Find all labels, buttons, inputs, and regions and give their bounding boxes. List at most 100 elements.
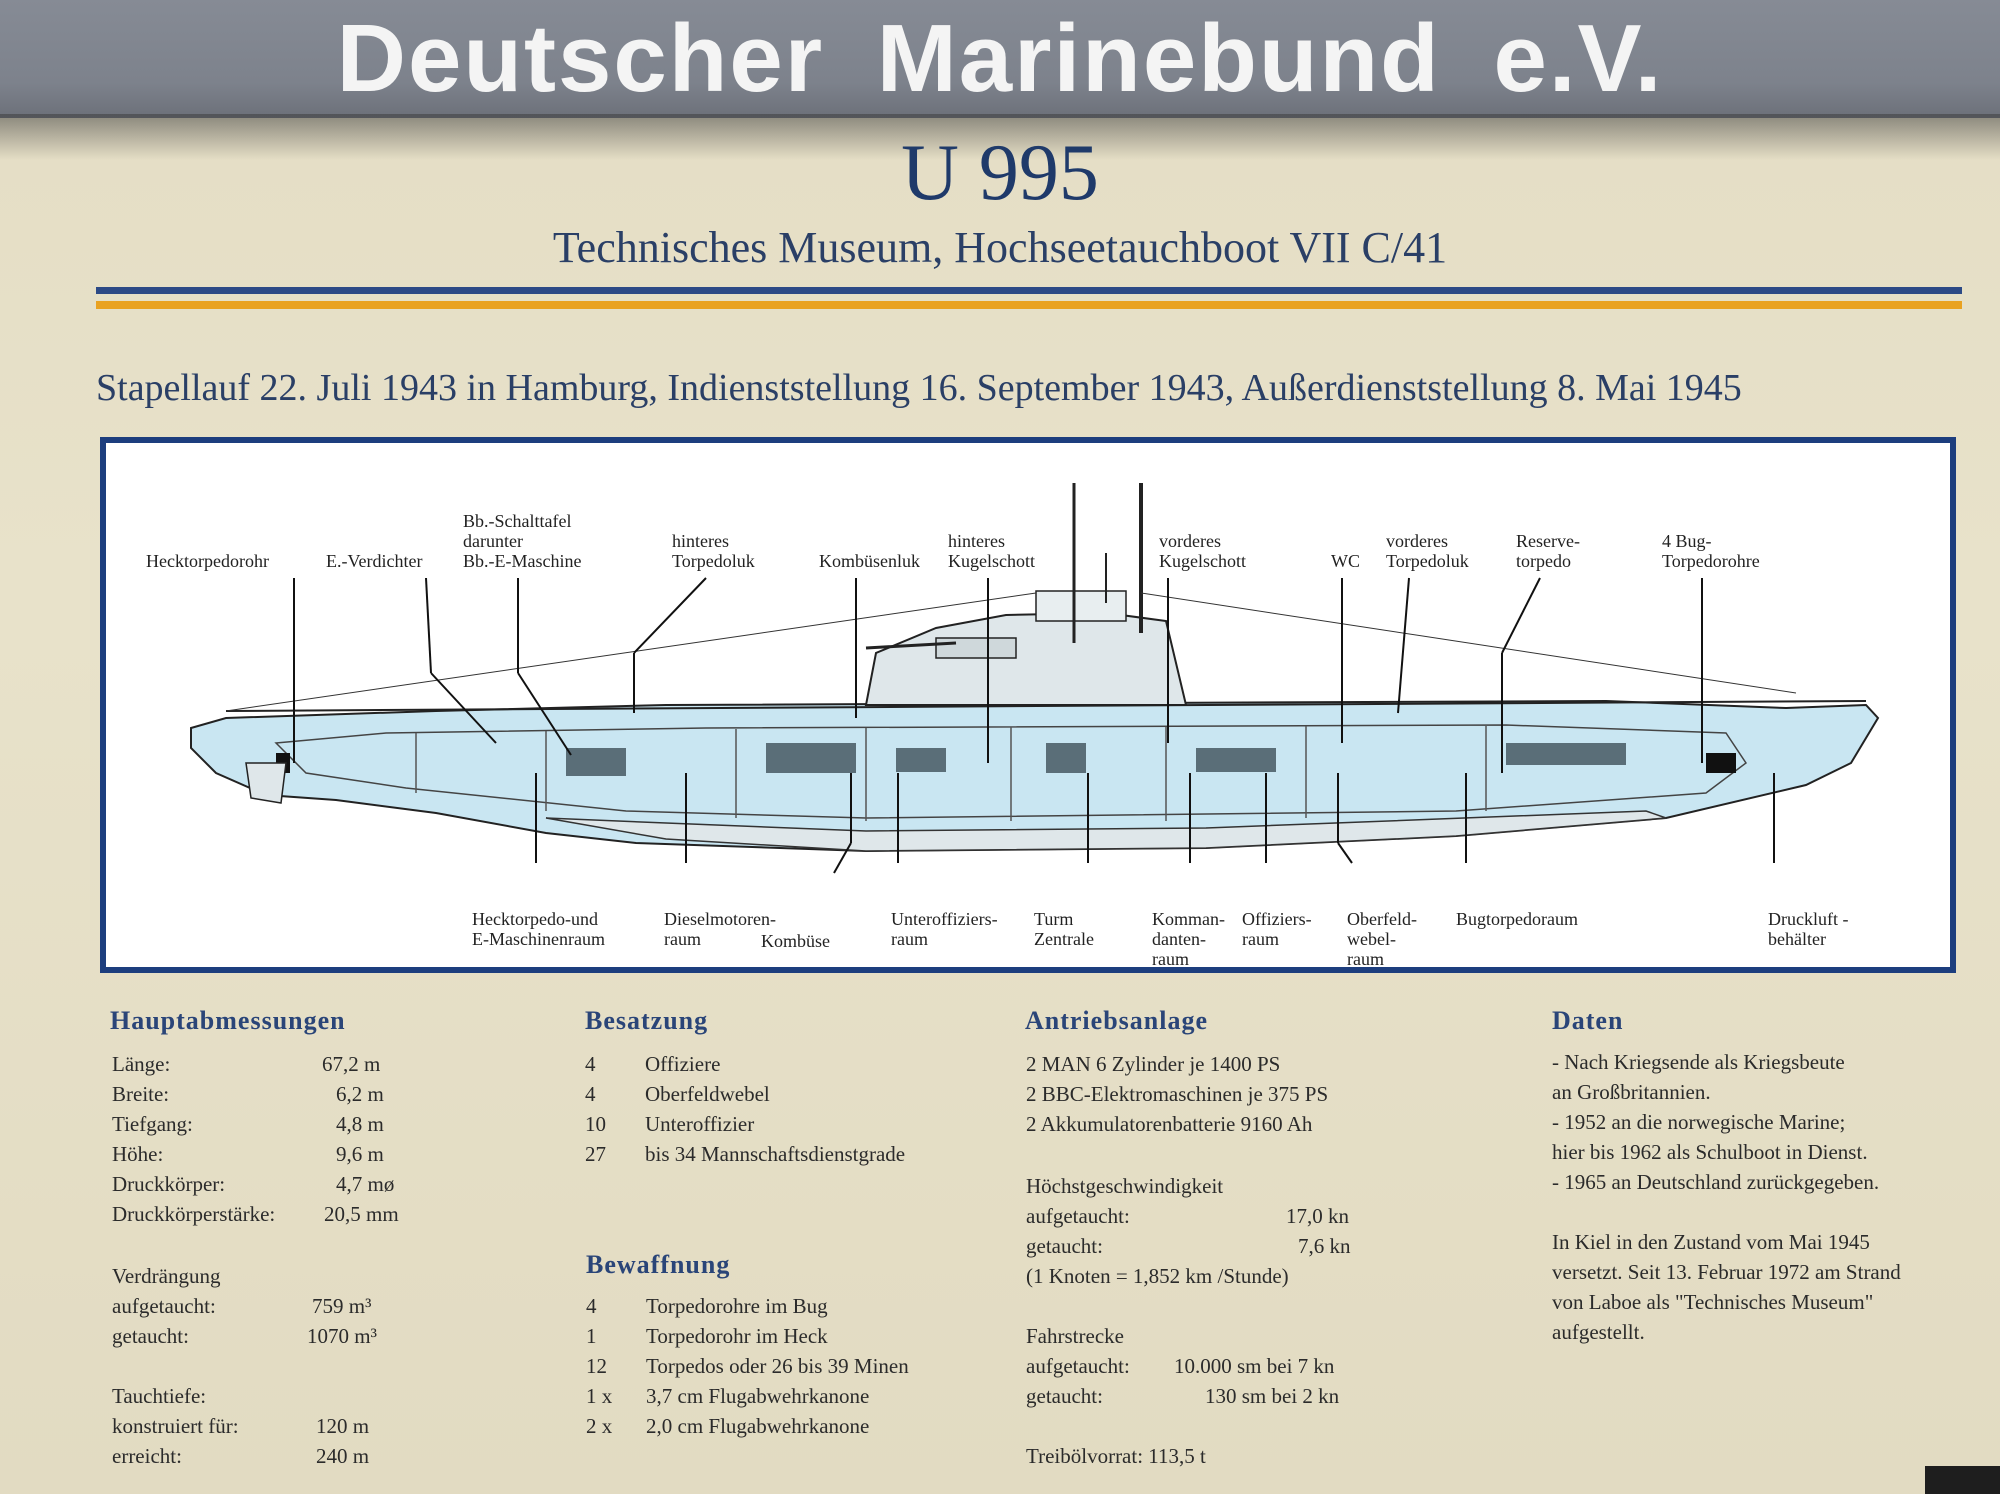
banner-shadow [0, 114, 2000, 160]
bulkheads [415, 726, 1487, 821]
spec-value: 67,2 m [322, 1052, 381, 1076]
section-title-daten: Daten [1552, 1006, 1624, 1035]
spec-value: 759 m³ [312, 1294, 372, 1318]
arms-count: 4 [586, 1294, 597, 1318]
service-dates: Stapellauf 22. Juli 1943 in Hamburg, Ind… [96, 367, 1742, 409]
tower-bridge [1035, 590, 1127, 622]
history-line: - Nach Kriegsende als Kriegsbeute [1552, 1050, 1845, 1074]
conning-tower [864, 611, 1188, 706]
history-line: - 1965 an Deutschland zurückgegeben. [1552, 1170, 1880, 1194]
section-title-besatzung: Besatzung [585, 1006, 709, 1035]
crew-role: Offiziere [645, 1052, 721, 1076]
machinery [276, 743, 1736, 776]
diagram-label-top: Reserve- torpedo [1516, 531, 1580, 571]
crew-role: bis 34 Mannschaftsdienstgrade [645, 1142, 906, 1166]
spec-label: getaucht: [112, 1324, 189, 1348]
spec-value: 120 m [316, 1414, 370, 1438]
speed-value: 17,0 kn [1286, 1204, 1349, 1228]
section-title-antriebsanlage: Antriebsanlage [1025, 1006, 1208, 1035]
range-value: 10.000 sm bei 7 kn [1174, 1354, 1335, 1378]
diagram-label-top: vorderes Torpedoluk [1386, 531, 1469, 571]
flak-barrel [865, 641, 957, 650]
history-paragraph: von Laboe als "Technisches Museum" [1552, 1290, 1874, 1314]
history-paragraph: aufgestellt. [1552, 1320, 1645, 1344]
diagram-label-top: 4 Bug- Torpedorohre [1662, 531, 1760, 571]
spec-value: 240 m [316, 1444, 370, 1468]
range-heading: Fahrstrecke [1026, 1324, 1124, 1348]
spec-label: konstruiert für: [112, 1414, 239, 1438]
diagram-label-bottom: Turm Zentrale [1034, 909, 1094, 949]
diagram-label-top: E.-Verdichter [326, 551, 423, 571]
diagram-label-bottom: Hecktorpedo-und E-Maschinenraum [472, 909, 605, 949]
speed-label: getaucht: [1026, 1234, 1103, 1258]
diagram-label-top: Bb.-Schalttafel darunter Bb.-E-Maschine [463, 511, 582, 571]
range-value: 130 sm bei 2 kn [1205, 1384, 1340, 1408]
spec-label: erreicht: [112, 1444, 182, 1468]
boat-name: U 995 [901, 129, 1099, 217]
crew-count: 4 [585, 1052, 596, 1076]
arms-item: 2,0 cm Flugabwehrkanone [646, 1414, 870, 1438]
diagram-label-bottom: Kombüse [761, 931, 830, 951]
arms-count: 1 [586, 1324, 597, 1348]
arms-item: Torpedorohre im Bug [646, 1294, 828, 1318]
section-title-bewaffnung: Bewaffnung [586, 1250, 731, 1279]
crew-role: Unteroffizier [645, 1112, 755, 1136]
spec-label: aufgetaucht: [112, 1294, 216, 1318]
history-line: hier bis 1962 als Schulboot in Dienst. [1552, 1140, 1868, 1164]
diagram-label-bottom: Dieselmotoren- raum [664, 909, 776, 949]
flak-platform [935, 637, 1017, 659]
corner-stamp [1925, 1466, 2000, 1494]
spec-heading: Tauchtiefe: [112, 1384, 207, 1408]
spec-label: Höhe: [112, 1142, 164, 1166]
crew-role: Oberfeldwebel [645, 1082, 770, 1106]
lower-hull [545, 810, 1667, 852]
diagram-label-bottom: Druckluft - behälter [1768, 909, 1849, 949]
history-line: an Großbritannien. [1552, 1080, 1711, 1104]
submarine-cutaway-diagram: Hecktorpedorohr E.-Verdichter Bb.-Schalt… [100, 437, 1956, 973]
diagram-label-top: WC [1331, 551, 1360, 571]
blue-rule [96, 287, 1962, 294]
sign-subtitle: Technisches Museum, Hochseetauchboot VII… [552, 223, 1448, 272]
spec-value: 20,5 mm [324, 1202, 399, 1226]
spec-label: Länge: [112, 1052, 171, 1076]
jumping-wire-aft [225, 592, 1037, 712]
arms-item: 3,7 cm Flugabwehrkanone [646, 1384, 870, 1408]
diagram-label-top: vorderes Kugelschott [1159, 531, 1246, 571]
jumping-wire-fwd [1140, 592, 1797, 694]
diagram-label-bottom: Offiziers- raum [1242, 909, 1312, 949]
range-label: aufgetaucht: [1026, 1354, 1130, 1378]
crew-count: 4 [585, 1082, 596, 1106]
stern-fin [245, 762, 287, 804]
arms-count: 2 x [586, 1414, 613, 1438]
spec-label: Tiefgang: [112, 1112, 193, 1136]
diagram-label-bottom: Oberfeld- webel- raum [1347, 909, 1417, 969]
speed-value: 7,6 kn [1298, 1234, 1351, 1258]
propulsion-line: 2 BBC-Elektromaschinen je 375 PS [1026, 1082, 1329, 1106]
range-label: getaucht: [1026, 1384, 1103, 1408]
diagram-label-top: Hecktorpedorohr [146, 551, 269, 571]
spec-label: Druckkörperstärke: [112, 1202, 276, 1226]
section-title-hauptabmessungen: Hauptabmessungen [110, 1006, 346, 1035]
arms-count: 12 [586, 1354, 607, 1378]
arms-item: Torpedorohr im Heck [646, 1324, 828, 1348]
submarine-drawing [190, 483, 1880, 874]
spec-value: 9,6 m [336, 1142, 384, 1166]
diagram-label-bottom: Unteroffiziers- raum [891, 909, 998, 949]
spec-heading: Verdrängung [112, 1264, 221, 1288]
spec-value: 6,2 m [336, 1082, 384, 1106]
history-paragraph: versetzt. Seit 13. Februar 1972 am Stran… [1552, 1260, 1901, 1284]
spec-value: 4,8 m [336, 1112, 384, 1136]
diagram-label-top: hinteres Kugelschott [948, 531, 1035, 571]
propulsion-line: 2 Akkumulatorenbatterie 9160 Ah [1026, 1112, 1313, 1136]
speed-heading: Höchstgeschwindigkeit [1026, 1174, 1224, 1198]
banner: Deutscher Marinebund e.V. [0, 0, 2000, 118]
arms-count: 1 x [586, 1384, 613, 1408]
diagram-label-bottom: Komman- danten- raum [1152, 909, 1225, 969]
crew-count: 10 [585, 1112, 606, 1136]
banner-title: Deutscher Marinebund e.V. [336, 5, 1664, 112]
spec-label: Druckkörper: [112, 1172, 226, 1196]
arms-item: Torpedos oder 26 bis 39 Minen [646, 1354, 909, 1378]
speed-label: aufgetaucht: [1026, 1204, 1130, 1228]
diagram-label-top: Kombüsenluk [819, 551, 920, 571]
